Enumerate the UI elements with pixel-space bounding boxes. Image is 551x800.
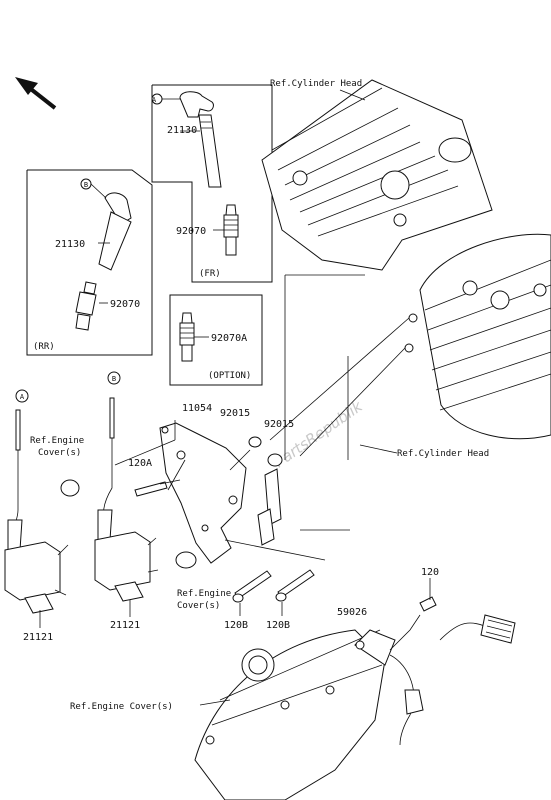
label-120b-2: 120B xyxy=(266,620,290,631)
label-ref-engine-cover-2b: Cover(s) xyxy=(177,601,220,611)
label-11054: 11054 xyxy=(182,403,212,414)
label-ref-engine-cover-3: Ref.Engine Cover(s) xyxy=(70,702,173,712)
ignition-coil-right xyxy=(94,371,159,602)
label-fr: (FR) xyxy=(199,269,221,279)
label-92015-b: 92015 xyxy=(264,419,294,430)
label-92070-rr: 92070 xyxy=(110,299,140,310)
coil-bracket xyxy=(60,420,350,603)
marker-b-coil: B xyxy=(112,375,116,383)
label-21130-fr: 21130 xyxy=(167,125,197,136)
front-direction-arrow-icon xyxy=(15,77,57,110)
inset-fr xyxy=(151,84,273,283)
cylinder-head-front xyxy=(261,79,493,460)
ignition-coil-left xyxy=(4,389,69,614)
label-ref-engine-cover-1a: Ref.Engine xyxy=(30,436,84,446)
label-92015-a: 92015 xyxy=(220,408,250,419)
label-option: (OPTION) xyxy=(208,371,251,381)
marker-a-coil: A xyxy=(20,393,25,401)
leader-ref-cover-3 xyxy=(199,699,231,706)
leader-120a xyxy=(167,459,186,491)
engine-cover-bottom xyxy=(194,629,386,800)
leader-ref-cyl-right xyxy=(359,444,398,454)
label-92070-fr: 92070 xyxy=(176,226,206,237)
inset-rr xyxy=(26,169,153,356)
label-21121-right: 21121 xyxy=(110,620,140,631)
inset-option xyxy=(169,294,263,386)
label-ref-cylinder-head-right: Ref.Cylinder Head xyxy=(397,449,489,459)
label-120a: 120A xyxy=(128,458,152,469)
label-120b-1: 120B xyxy=(224,620,248,631)
marker-a-top: A xyxy=(152,96,157,104)
cylinder-head-rear xyxy=(269,233,551,460)
sensor-harness xyxy=(354,596,516,746)
label-92070a: 92070A xyxy=(211,333,247,344)
marker-b-top: B xyxy=(84,181,88,189)
label-21121-left: 21121 xyxy=(23,632,53,643)
label-21130-rr: 21130 xyxy=(55,239,85,250)
label-ref-engine-cover-2a: Ref.Engine xyxy=(177,589,231,599)
label-ref-cylinder-head-top: Ref.Cylinder Head xyxy=(270,79,362,89)
label-59026: 59026 xyxy=(337,607,367,618)
label-rr: (RR) xyxy=(33,342,55,352)
label-ref-engine-cover-1b: Cover(s) xyxy=(38,448,81,458)
label-120: 120 xyxy=(421,567,439,578)
